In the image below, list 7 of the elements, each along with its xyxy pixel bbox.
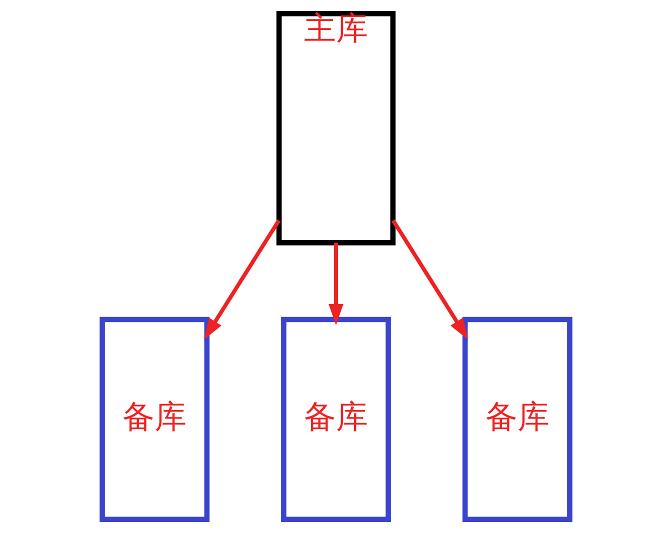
node-box: 备库 <box>280 316 390 522</box>
arrow <box>390 219 468 340</box>
node-box: 主库 <box>276 10 396 246</box>
node-box: 备库 <box>462 316 572 522</box>
arrow <box>328 242 343 326</box>
arrow <box>203 219 280 340</box>
node-box: 备库 <box>99 316 210 522</box>
